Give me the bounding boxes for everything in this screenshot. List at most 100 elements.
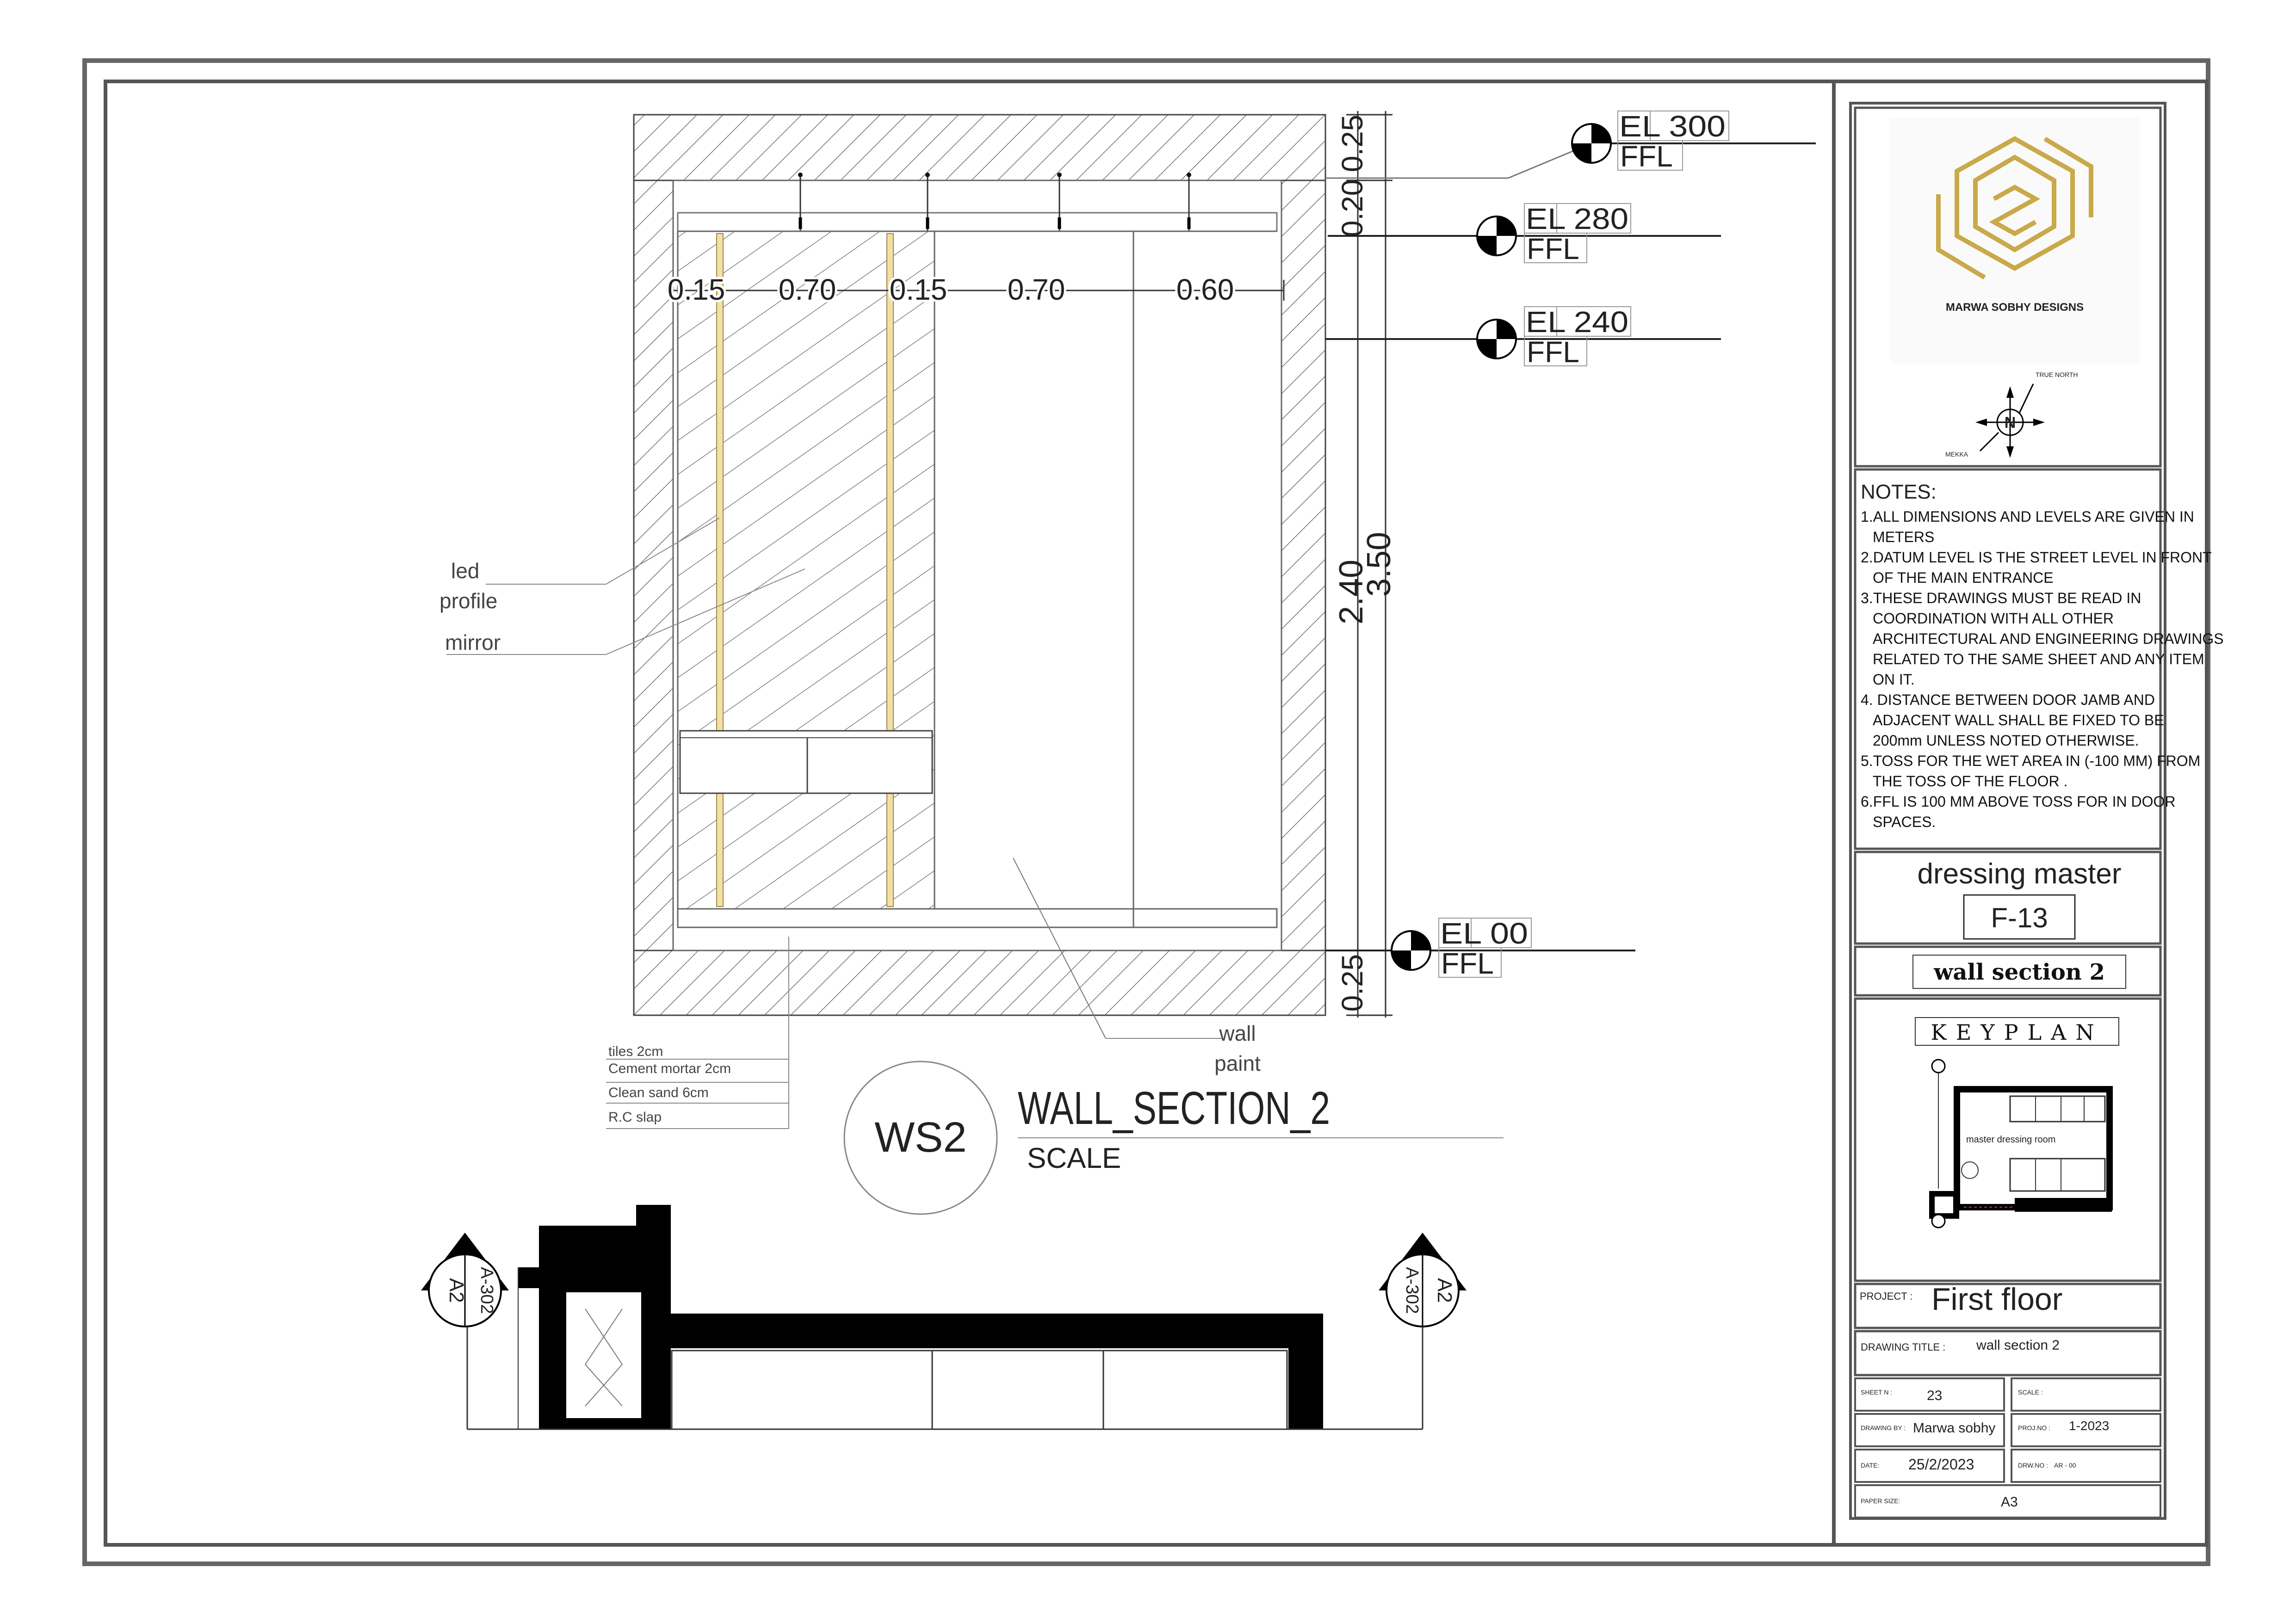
section-marker-left-id: A2: [445, 1278, 468, 1303]
led-profile-left: [716, 233, 724, 907]
drw-no-label: DRW.NO :: [2018, 1462, 2048, 1469]
room-code: F-13: [1991, 902, 2048, 933]
label-wall: wall: [1219, 1021, 1256, 1045]
section-title: WS2 WALL_SECTION_2 SCALE: [843, 1061, 1504, 1215]
dim-h-3: 0.15: [890, 273, 947, 306]
label-profile: profile: [439, 589, 497, 613]
note-line: 2.DATUM LEVEL IS THE STREET LEVEL IN FRO…: [1861, 549, 2212, 566]
el-00-ref: FFL: [1441, 947, 1494, 980]
project-label: PROJECT :: [1860, 1290, 1913, 1302]
note-line: SPACES.: [1873, 814, 1936, 830]
notes-panel: [1854, 468, 2162, 850]
note-line: COORDINATION WITH ALL OTHER: [1873, 610, 2114, 627]
note-line: 1.ALL DIMENSIONS AND LEVELS ARE GIVEN IN: [1861, 508, 2194, 525]
note-line: 4. DISTANCE BETWEEN DOOR JAMB AND: [1861, 691, 2155, 708]
sheet-no: 23: [1927, 1388, 1942, 1403]
date-label: DATE:: [1861, 1462, 1879, 1469]
note-line: RELATED TO THE SAME SHEET AND ANY ITEM: [1873, 651, 2204, 667]
el-240-ref: FFL: [1527, 335, 1579, 369]
label-paint: paint: [1214, 1051, 1261, 1075]
note-line: OF THE MAIN ENTRANCE: [1873, 569, 2054, 586]
note-line: ADJACENT WALL SHALL BE FIXED TO BE: [1873, 712, 2164, 728]
drawn-by-label: DRAWING BY :: [1861, 1424, 1906, 1432]
keyplan-drawing: master dressing room: [1929, 1059, 2113, 1228]
drw-no: AR - 00: [2054, 1462, 2076, 1469]
scale-label: SCALE :: [2018, 1388, 2043, 1396]
compass-north-letter: N: [2005, 414, 2016, 432]
title-block: MARWA SOBHY DESIGNS N TRUE NORTH MEKKA N…: [1849, 102, 2224, 1520]
left-wall: [633, 179, 674, 951]
note-line: 6.FFL IS 100 MM ABOVE TOSS FOR IN DOOR: [1861, 793, 2175, 810]
compass-icon: N TRUE NORTH MEKKA: [1945, 371, 2078, 458]
notes-heading: NOTES:: [1861, 481, 1937, 503]
room-code-box: [1963, 894, 2076, 940]
label-led: led: [451, 559, 479, 583]
el-300-level: EL 300: [1619, 110, 1726, 143]
sheet-title: wall section 2: [1933, 959, 2105, 985]
section-marker-right-code: A-302: [1402, 1267, 1422, 1314]
dim-h-5: 0.60: [1176, 273, 1234, 306]
ceiling-slab: [633, 114, 1326, 181]
project-name: First floor: [1931, 1282, 2062, 1317]
dim-v-top: 0.25: [1336, 115, 1369, 173]
drawing-title-panel: [1854, 1330, 2162, 1376]
layer-mortar: Cement mortar 2cm: [608, 1061, 731, 1076]
company-logo: [1936, 136, 2093, 280]
sheet-no-label: SHEET N :: [1861, 1388, 1892, 1396]
project-panel: [1854, 1283, 2162, 1329]
label-mirror: mirror: [445, 630, 501, 654]
proj-no: 1-2023: [2069, 1419, 2109, 1433]
el-00-level: EL 00: [1440, 917, 1528, 950]
layer-sand: Clean sand 6cm: [608, 1085, 709, 1100]
section-scale: SCALE: [1027, 1142, 1121, 1174]
dim-h-2: 0.70: [779, 273, 836, 306]
notes-list: 1.ALL DIMENSIONS AND LEVELS ARE GIVEN IN…: [1861, 508, 2224, 830]
layer-slab: R.C slap: [608, 1110, 662, 1125]
el-280-level: EL 280: [1526, 202, 1628, 235]
section-marker-right-id: A2: [1433, 1278, 1456, 1303]
inner-border: [104, 80, 2209, 1547]
note-line: THE TOSS OF THE FLOOR .: [1873, 773, 2067, 790]
section-tag: WS2: [874, 1114, 966, 1161]
company-name: MARWA SOBHY DESIGNS: [1946, 301, 2084, 314]
plan-strip: A-302 A2 A-302 A2: [421, 1205, 1467, 1430]
section-marker-left-code: A-302: [477, 1267, 496, 1314]
note-line: 200mm UNLESS NOTED OTHERWISE.: [1873, 732, 2139, 749]
base-plinth: [677, 908, 1278, 928]
paper-size: A3: [2001, 1494, 2018, 1510]
compass-true-north: TRUE NORTH: [2036, 371, 2078, 378]
annotations: led profile mirror wall paint: [439, 518, 1261, 1075]
right-wall: [1281, 179, 1326, 951]
horizontal-dimensions: 0.15 0.70 0.15 0.70 0.60: [665, 271, 1285, 309]
el-300-ref: FFL: [1620, 140, 1673, 173]
floor-slab: [633, 950, 1326, 1016]
proj-no-label: PROJ.NO :: [2018, 1424, 2050, 1432]
ceiling-rail: [677, 212, 1278, 232]
elevation-markers: EL 300 FFL EL 280 FFL EL 240 FFL EL 00 F…: [1325, 110, 1816, 980]
el-240-level: EL 240: [1526, 305, 1628, 339]
dim-h-1: 0.15: [668, 273, 725, 306]
vertical-dimensions: 0.25 0.20 2.40 3.50 0.25: [1333, 111, 1398, 1018]
room-name: dressing master: [1917, 858, 2121, 890]
dim-v-bottom: 0.25: [1336, 954, 1369, 1012]
section-name: WALL_SECTION_2: [1018, 1082, 1330, 1134]
layer-tiles: tiles 2cm: [608, 1044, 663, 1059]
el-280-ref: FFL: [1527, 232, 1579, 265]
note-line: METERS: [1873, 529, 1934, 545]
section-tag-circle: [843, 1061, 998, 1215]
wall-section-elevation: [633, 114, 1326, 1016]
led-profile-right: [886, 233, 894, 907]
note-line: 3.THESE DRAWINGS MUST BE READ IN: [1861, 590, 2141, 606]
date-value: 25/2/2023: [1908, 1456, 1974, 1473]
drawer-unit: [679, 730, 933, 794]
note-line: ON IT.: [1873, 671, 1915, 688]
note-line: ARCHITECTURAL AND ENGINEERING DRAWINGS: [1873, 630, 2224, 647]
drawn-by: Marwa sobhy: [1913, 1420, 1995, 1436]
keyplan-room-label: master dressing room: [1966, 1135, 2055, 1145]
floor-layers-legend: tiles 2cm Cement mortar 2cm Clean sand 6…: [606, 937, 789, 1129]
keyplan-title: KEYPLAN: [1931, 1020, 2103, 1045]
drawing-title-label: DRAWING TITLE :: [1861, 1341, 1945, 1353]
dim-v-middle: 2.40: [1333, 560, 1370, 624]
drawing-title: wall section 2: [1976, 1338, 2060, 1353]
